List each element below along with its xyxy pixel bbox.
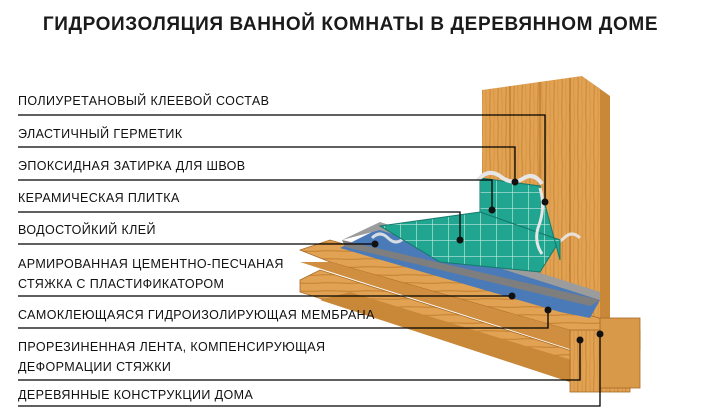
floor-tiles: [378, 211, 561, 273]
label-epoxy-grout: ЭПОКСИДНАЯ ЗАТИРКА ДЛЯ ШВОВ: [18, 159, 246, 173]
label-reinforced-screed-line1: АРМИРОВАННАЯ ЦЕМЕНТНО-ПЕСЧАНАЯ: [18, 257, 284, 271]
label-polyurethane-adhesive: ПОЛИУРЕТАНОВЫЙ КЛЕЕВОЙ СОСТАВ: [18, 94, 270, 108]
leader-lines: [18, 114, 601, 407]
wall-tiles: [479, 177, 561, 261]
pointer-dots: [371, 178, 604, 344]
label-elastic-sealant: ЭЛАСТИЧНЫЙ ГЕРМЕТИК: [18, 127, 183, 141]
label-waterproof-adhesive: ВОДОСТОЙКИЙ КЛЕЙ: [18, 223, 156, 237]
label-wooden-structures: ДЕРЕВЯННЫЕ КОНСТРУКЦИИ ДОМА: [18, 388, 254, 402]
label-ceramic-tile: КЕРАМИЧЕСКАЯ ПЛИТКА: [18, 191, 180, 205]
label-rubberized-tape-line1: ПРОРЕЗИНЕННАЯ ЛЕНТА, КОМПЕНСИРУЮЩАЯ: [18, 340, 326, 354]
screed-layer: [342, 222, 600, 300]
diagram-title: ГИДРОИЗОЛЯЦИЯ ВАННОЙ КОМНАТЫ В ДЕРЕВЯННО…: [42, 14, 659, 35]
label-reinforced-screed-line2: СТЯЖКА С ПЛАСТИФИКАТОРОМ: [18, 277, 225, 291]
label-rubberized-tape-line2: ДЕФОРМАЦИИ СТЯЖКИ: [18, 360, 172, 374]
label-waterproofing-membrane: САМОКЛЕЮЩАЯСЯ ГИДРОИЗОЛИРУЮЩАЯ МЕМБРАНА: [18, 308, 375, 322]
